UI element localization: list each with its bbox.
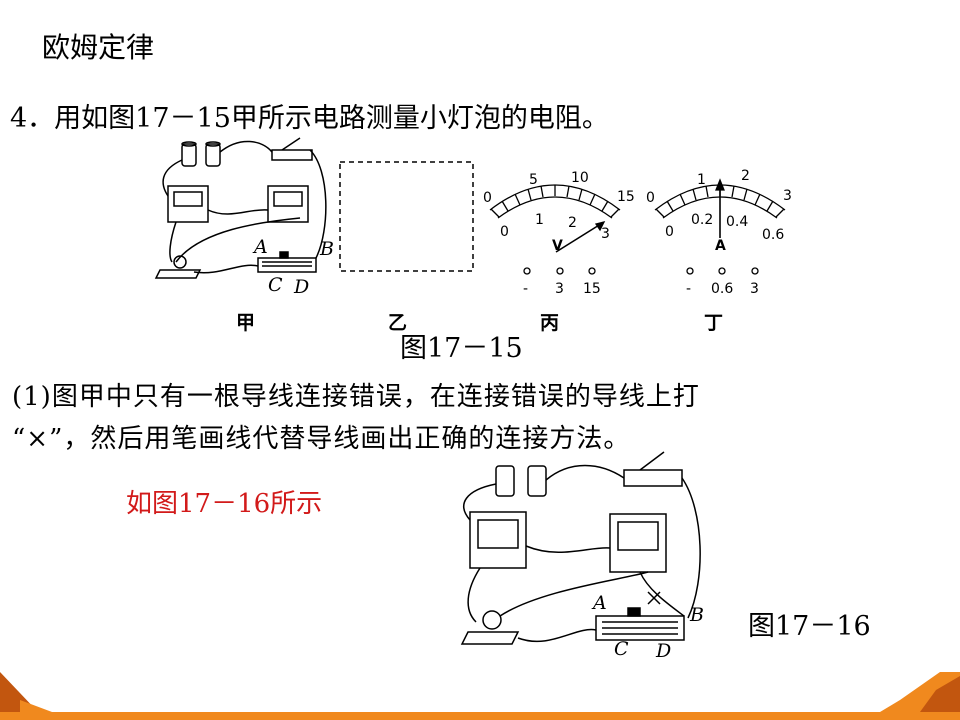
voltmeter-lower-label: 0 [500,224,509,240]
voltmeter-terminal-label: 15 [583,281,601,297]
ammeter-lower-label: 0.2 [691,212,714,228]
ammeter-terminal-label: 3 [750,281,759,297]
voltmeter-upper-label: 0 [483,190,492,206]
figure-caption-17-16: 图17－16 [748,611,871,642]
voltmeter-upper-label: 5 [529,172,538,188]
answer-text: 如图17－16所示 [126,489,323,519]
ammeter-upper-label: 0 [646,190,655,206]
circuit-diagram-jia [154,137,327,279]
terminal-letter-b: B [690,604,704,626]
voltmeter-symbol: V [552,238,563,254]
ammeter-upper-label: 3 [783,188,792,204]
voltmeter-upper-label: 15 [617,189,635,205]
voltmeter-lower-label: 1 [535,212,544,228]
terminal-letter-c: C [614,638,629,660]
ammeter-upper-label: 2 [741,168,750,184]
sub-figure-label: 乙 [388,312,408,334]
terminal-letter-d: D [656,640,672,662]
sub-figure-label: 丁 [704,312,724,334]
voltmeter-lower-label: 3 [601,226,610,242]
sub-figure-label: 甲 [236,312,256,334]
ammeter-lower-label: 0 [665,224,674,240]
ammeter-symbol: A [715,238,726,254]
voltmeter-lower-label: 2 [568,215,577,231]
part1-line2: “×”，然后用笔画线代替导线画出正确的连接方法。 [12,424,631,454]
ammeter-terminal-label: 0.6 [711,281,734,297]
dashed-diagram-box [339,161,474,272]
terminal-letter-c: C [268,274,283,296]
ammeter-upper-label: 1 [697,172,706,188]
terminal-letter-a: A [254,236,268,258]
ammeter-lower-label: 0.6 [762,227,785,243]
sub-figure-label: 丙 [540,312,560,334]
circuit-diagram-17-16 [460,451,701,645]
voltmeter-upper-label: 10 [571,170,589,186]
corner-decoration [0,672,960,720]
ammeter-terminal-label: - [686,281,692,297]
voltmeter-terminal-label: - [523,281,529,297]
slide-title: 欧姆定律 [42,31,155,64]
terminal-letter-b: B [320,238,334,260]
ammeter-dial [654,178,786,275]
voltmeter-terminal-label: 3 [555,281,564,297]
figure-caption-17-15: 图17－15 [400,333,523,364]
terminal-letter-a: A [593,592,607,614]
terminal-letter-d: D [294,276,310,298]
question-text: 4．用如图17－15甲所示电路测量小灯泡的电阻。 [10,103,609,134]
ammeter-lower-label: 0.4 [726,214,749,230]
voltmeter-dial [489,184,621,275]
part1-line1: (1)图甲中只有一根导线连接错误，在连接错误的导线上打 [12,382,700,412]
